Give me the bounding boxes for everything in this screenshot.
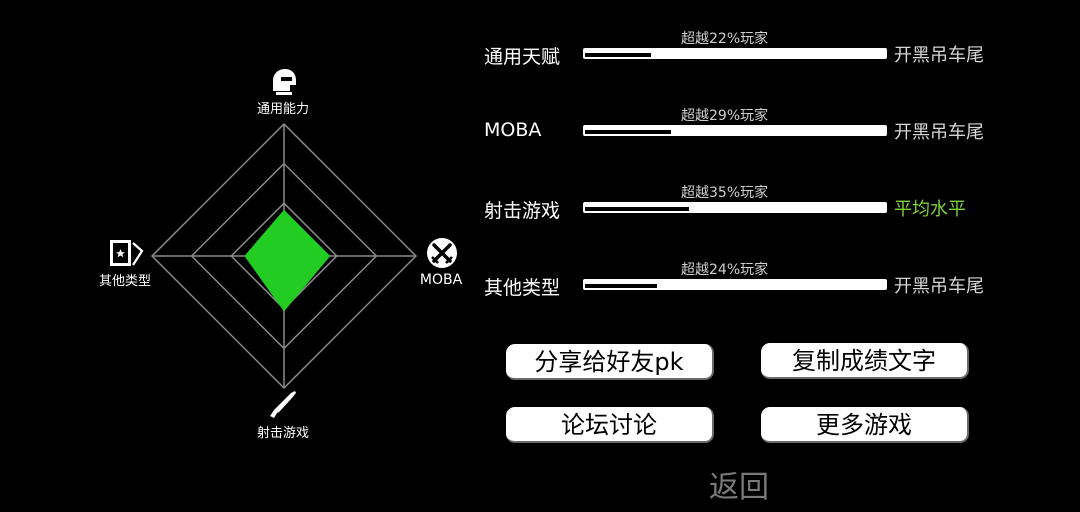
stat-label: 其他类型 (484, 277, 561, 299)
radar-axis-label-top: 通用能力 (257, 102, 309, 117)
forum-discussion-button[interactable]: 论坛讨论 (506, 407, 714, 443)
stat-percent-text: 超越24%玩家 (681, 262, 769, 278)
stat-percent-text: 超越35%玩家 (681, 185, 769, 201)
stat-row-general: 通用天赋 超越22%玩家 开黑吊车尾 (484, 28, 1044, 68)
stat-progress-fill (585, 284, 657, 288)
stat-row-moba: MOBA 超越29%玩家 开黑吊车尾 (484, 105, 1044, 145)
stat-progress-fill (585, 130, 671, 134)
stat-row-shooter: 射击游戏 超越35%玩家 平均水平 (484, 182, 1044, 222)
more-games-button[interactable]: 更多游戏 (761, 407, 969, 443)
stat-progress-bar (583, 125, 887, 136)
radar-axis-label-bottom: 射击游戏 (257, 425, 309, 441)
crossed-swords-icon (427, 238, 457, 268)
stat-percent-text: 超越22%玩家 (681, 31, 769, 47)
helmet-icon (273, 69, 296, 95)
stat-level: 平均水平 (894, 199, 966, 220)
radar-axis-label-right: MOBA (420, 272, 463, 288)
stat-level: 开黑吊车尾 (894, 45, 984, 66)
stat-progress-fill (585, 53, 651, 57)
share-to-friend-button[interactable]: 分享给好友pk (506, 344, 714, 380)
stat-label: 射击游戏 (484, 200, 561, 222)
radar-value-area (244, 209, 331, 312)
radar-axis-label-left: 其他类型 (99, 274, 151, 289)
copy-result-text-button[interactable]: 复制成绩文字 (761, 343, 969, 379)
back-button[interactable]: 返回 (709, 470, 769, 505)
stat-progress-bar (583, 279, 887, 290)
stat-label: 通用天赋 (484, 46, 561, 68)
card-star-icon (110, 240, 144, 266)
stat-percent-text: 超越29%玩家 (681, 108, 769, 124)
stat-level: 开黑吊车尾 (894, 276, 984, 297)
stat-progress-fill (585, 207, 689, 211)
stat-label: MOBA (484, 119, 542, 141)
stat-level: 开黑吊车尾 (894, 122, 984, 143)
stat-progress-bar (583, 202, 887, 213)
radar-chart: 通用能力 MOBA 射击游戏 其他类型 (99, 69, 463, 441)
stat-row-other: 其他类型 超越24%玩家 开黑吊车尾 (484, 259, 1044, 299)
rifle-icon (270, 391, 296, 418)
stat-progress-bar (583, 48, 887, 59)
